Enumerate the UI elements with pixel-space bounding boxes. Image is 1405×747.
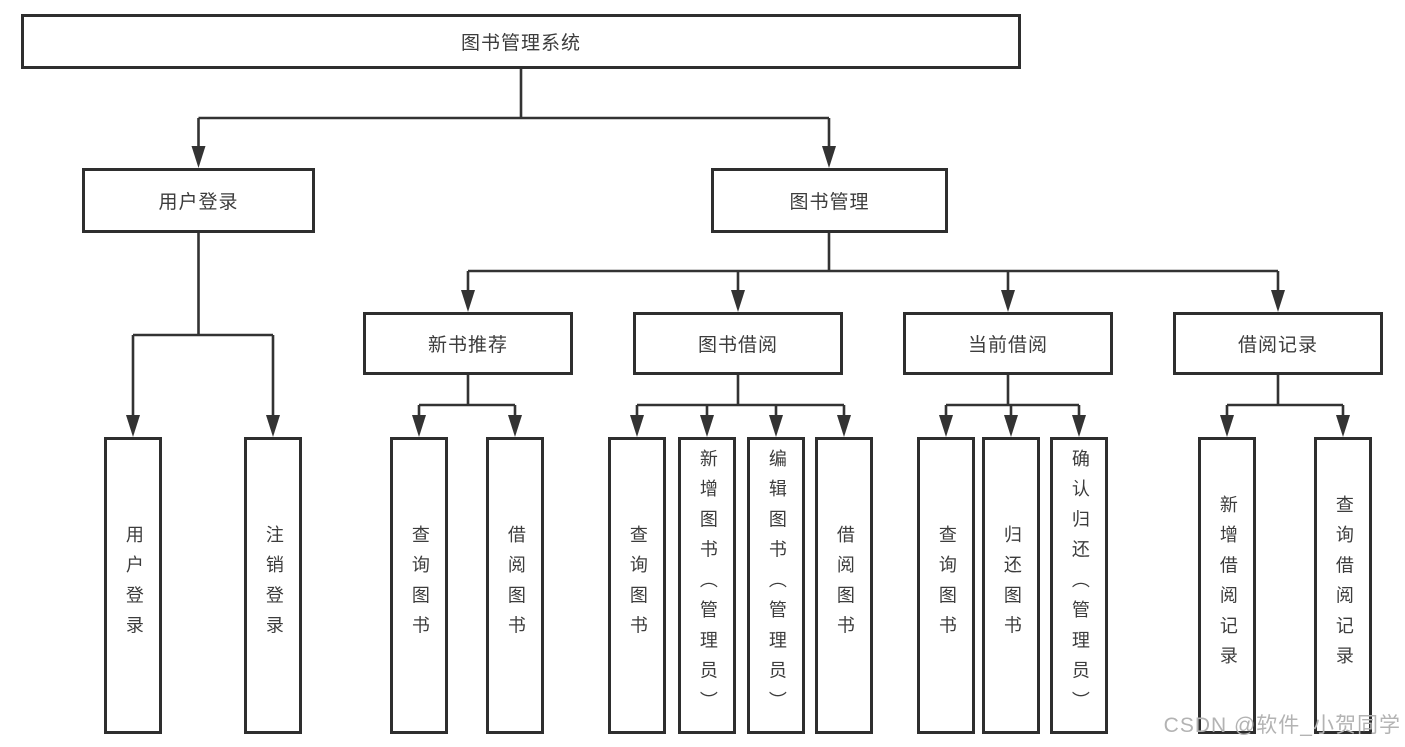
node-label: 图书管理系统 — [460, 33, 581, 54]
leaf-query-books: 查询图书 — [390, 437, 448, 734]
leaf-confirm-return-admin: 确认归还（管理员） — [1050, 437, 1108, 734]
leaf-borrow-books: 借阅图书 — [486, 437, 544, 734]
node-current-borrow: 当前借阅 — [903, 312, 1113, 375]
leaf-query-books: 查询图书 — [608, 437, 666, 734]
node-borrow-records: 借阅记录 — [1173, 312, 1383, 375]
leaf-label: 新增图书（管理员） — [697, 449, 718, 722]
leaf-user-login: 用户登录 — [104, 437, 162, 734]
leaf-label: 借阅图书 — [834, 525, 855, 646]
node-label: 新书推荐 — [427, 335, 508, 356]
arrowheads — [126, 146, 1350, 437]
node-label: 借阅记录 — [1237, 335, 1318, 356]
leaf-label: 归还图书 — [1001, 525, 1022, 646]
csdn-watermark: CSDN @软件_小贺同学 — [1163, 714, 1401, 737]
leaf-label: 查询借阅记录 — [1333, 494, 1354, 677]
leaf-label: 查询图书 — [409, 525, 430, 646]
leaf-label: 查询图书 — [936, 525, 957, 646]
node-user-login: 用户登录 — [82, 168, 315, 233]
leaf-label: 新增借阅记录 — [1217, 494, 1238, 677]
leaf-label: 注销登录 — [263, 525, 284, 646]
node-label: 用户登录 — [158, 192, 239, 213]
leaf-query-borrow-record: 查询借阅记录 — [1314, 437, 1372, 734]
node-label: 当前借阅 — [967, 335, 1048, 356]
connector-strokes — [131, 69, 1345, 417]
leaf-add-books-admin: 新增图书（管理员） — [678, 437, 736, 734]
leaf-label: 查询图书 — [627, 525, 648, 646]
node-book-borrow: 图书借阅 — [633, 312, 843, 375]
node-book-management: 图书管理 — [711, 168, 948, 233]
node-label: 图书借阅 — [697, 335, 778, 356]
leaf-logout: 注销登录 — [244, 437, 302, 734]
leaf-label: 借阅图书 — [505, 525, 526, 646]
node-label: 图书管理 — [789, 192, 870, 213]
leaf-borrow-books: 借阅图书 — [815, 437, 873, 734]
leaf-label: 编辑图书（管理员） — [766, 449, 787, 722]
leaf-label: 用户登录 — [123, 525, 144, 646]
leaf-query-books: 查询图书 — [917, 437, 975, 734]
leaf-return-books: 归还图书 — [982, 437, 1040, 734]
node-root-system: 图书管理系统 — [21, 14, 1021, 69]
leaf-add-borrow-record: 新增借阅记录 — [1198, 437, 1256, 734]
node-new-book-recommend: 新书推荐 — [363, 312, 573, 375]
leaf-edit-books-admin: 编辑图书（管理员） — [747, 437, 805, 734]
leaf-label: 确认归还（管理员） — [1069, 449, 1090, 722]
